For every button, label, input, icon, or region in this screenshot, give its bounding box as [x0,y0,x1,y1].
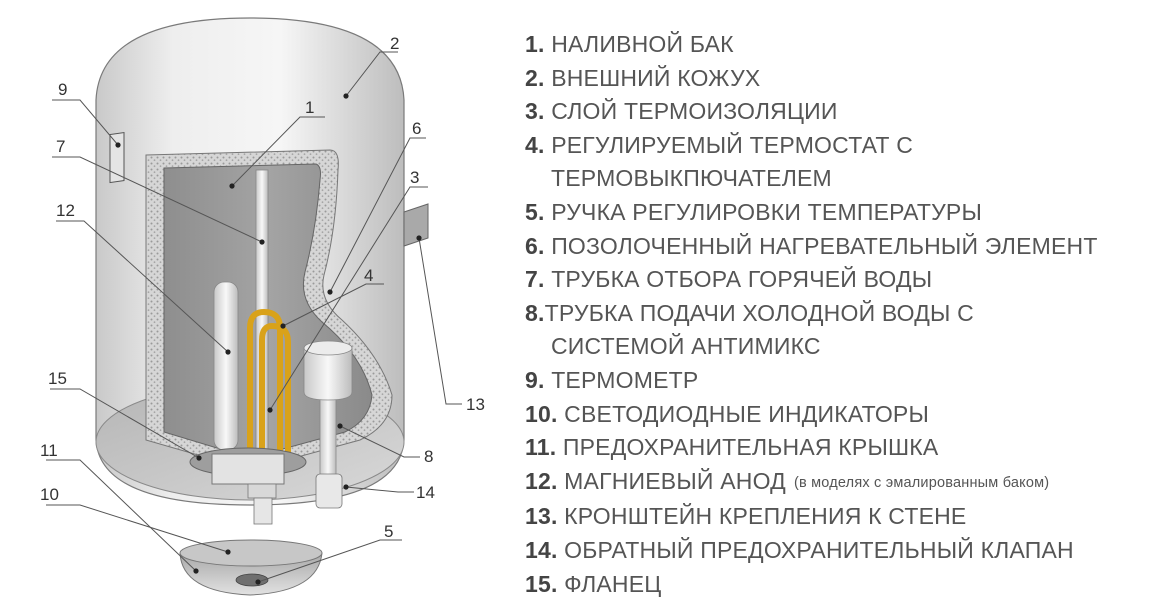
legend-item: 12. МАГНИЕВЫЙ АНОД (в моделях с эмалирова… [525,465,1155,501]
legend-text: ВНЕШНИЙ КОЖУХ [551,65,760,91]
legend-item: 1. НАЛИВНОЙ БАК [525,28,1155,62]
legend-item-continuation: СИСТЕМОЙ АНТИМИКС [525,330,1155,364]
legend-text: ТРУБКА ОТБОРА ГОРЯЧЕЙ ВОДЫ [551,266,932,292]
callout-11: 11 [40,441,58,460]
legend-item: 14. ОБРАТНЫЙ ПРЕДОХРАНИТЕЛЬНЫЙ КЛАПАН [525,534,1155,568]
legend-item: 10. СВЕТОДИОДНЫЕ ИНДИКАТОРЫ [525,398,1155,432]
callout-7: 7 [56,137,65,156]
callout-9: 9 [58,80,67,99]
magnesium-anode [214,282,238,450]
legend-number: 10. [525,401,558,427]
legend-note: (в моделях с эмалированным баком) [794,475,1049,491]
legend-item: 13. КРОНШТЕЙН КРЕПЛЕНИЯ К СТЕНЕ [525,500,1155,534]
legend-text: ФЛАНЕЦ [564,571,661,597]
callout-1: 1 [305,98,314,117]
legend-item: 15. ФЛАНЕЦ [525,568,1155,602]
legend-item: 11. ПРЕДОХРАНИТЕЛЬНАЯ КРЫШКА [525,431,1155,465]
legend-number: 8. [525,300,545,326]
legend-number: 4. [525,132,545,158]
callout-8: 8 [424,447,433,466]
legend-item: 4. РЕГУЛИРУЕМЫЙ ТЕРМОСТАТ С [525,129,1155,163]
callout-5: 5 [384,522,393,541]
callout-12: 12 [56,201,75,220]
legend-text: ПРЕДОХРАНИТЕЛЬНАЯ КРЫШКА [563,434,939,460]
callout-6: 6 [412,119,421,138]
legend-number: 11. [525,434,556,460]
legend-number: 13. [525,503,558,529]
legend-number: 7. [525,266,545,292]
legend-item: 7. ТРУБКА ОТБОРА ГОРЯЧЕЙ ВОДЫ [525,263,1155,297]
callout-3: 3 [410,168,419,187]
legend-text: РЕГУЛИРУЕМЫЙ ТЕРМОСТАТ С [551,132,913,158]
legend-number: 6. [525,233,545,259]
legend-number: 3. [525,98,545,124]
legend-text: ТЕРМОМЕТР [551,367,698,393]
callout-4: 4 [364,266,373,285]
legend-text: ТЕРМОВЫКПЮЧАТЕЛЕМ [551,165,832,191]
legend-text: РУЧКА РЕГУЛИРОВКИ ТЕМПЕРАТУРЫ [551,199,982,225]
legend-text: ПОЗОЛОЧЕННЫЙ НАГРЕВАТЕЛЬНЫЙ ЭЛЕМЕНТ [551,233,1097,259]
legend-number: 2. [525,65,545,91]
legend-item: 2. ВНЕШНИЙ КОЖУХ [525,62,1155,96]
legend-item: 3. СЛОЙ ТЕРМОИЗОЛЯЦИИ [525,95,1155,129]
legend-number: 15. [525,571,558,597]
legend-number: 9. [525,367,545,393]
legend-item: 8.ТРУБКА ПОДАЧИ ХОЛОДНОЙ ВОДЫ С [525,297,1155,331]
callout-13: 13 [466,395,485,414]
legend-item-continuation: ТЕРМОВЫКПЮЧАТЕЛЕМ [525,162,1155,196]
legend-number: 1. [525,31,545,57]
water-heater-diagram: 1 2 3 4 5 6 7 8 9 10 11 12 13 14 15 [0,0,500,616]
legend-number: 12. [525,468,558,494]
legend-item: 6. ПОЗОЛОЧЕННЫЙ НАГРЕВАТЕЛЬНЫЙ ЭЛЕМЕНТ [525,230,1155,264]
legend-text: ОБРАТНЫЙ ПРЕДОХРАНИТЕЛЬНЫЙ КЛАПАН [564,537,1074,563]
legend-item: 5. РУЧКА РЕГУЛИРОВКИ ТЕМПЕРАТУРЫ [525,196,1155,230]
legend-text: ТРУБКА ПОДАЧИ ХОЛОДНОЙ ВОДЫ С [545,300,974,326]
parts-legend: 1. НАЛИВНОЙ БАК 2. ВНЕШНИЙ КОЖУХ 3. СЛОЙ… [525,28,1155,601]
check-valve [316,474,342,508]
legend-text: МАГНИЕВЫЙ АНОД [564,468,786,494]
callout-10: 10 [40,485,59,504]
callout-14: 14 [416,483,435,502]
callout-15: 15 [48,369,67,388]
legend-number: 5. [525,199,545,225]
legend-text: СВЕТОДИОДНЫЕ ИНДИКАТОРЫ [564,401,929,427]
wall-bracket [404,204,428,246]
thermometer [110,133,124,183]
legend-item: 9. ТЕРМОМЕТР [525,364,1155,398]
callout-2: 2 [390,34,399,53]
legend-number: 14. [525,537,558,563]
legend-text: СИСТЕМОЙ АНТИМИКС [551,333,821,359]
legend-text: СЛОЙ ТЕРМОИЗОЛЯЦИИ [551,98,837,124]
legend-text: НАЛИВНОЙ БАК [551,31,734,57]
legend-text: КРОНШТЕЙН КРЕПЛЕНИЯ К СТЕНЕ [564,503,966,529]
